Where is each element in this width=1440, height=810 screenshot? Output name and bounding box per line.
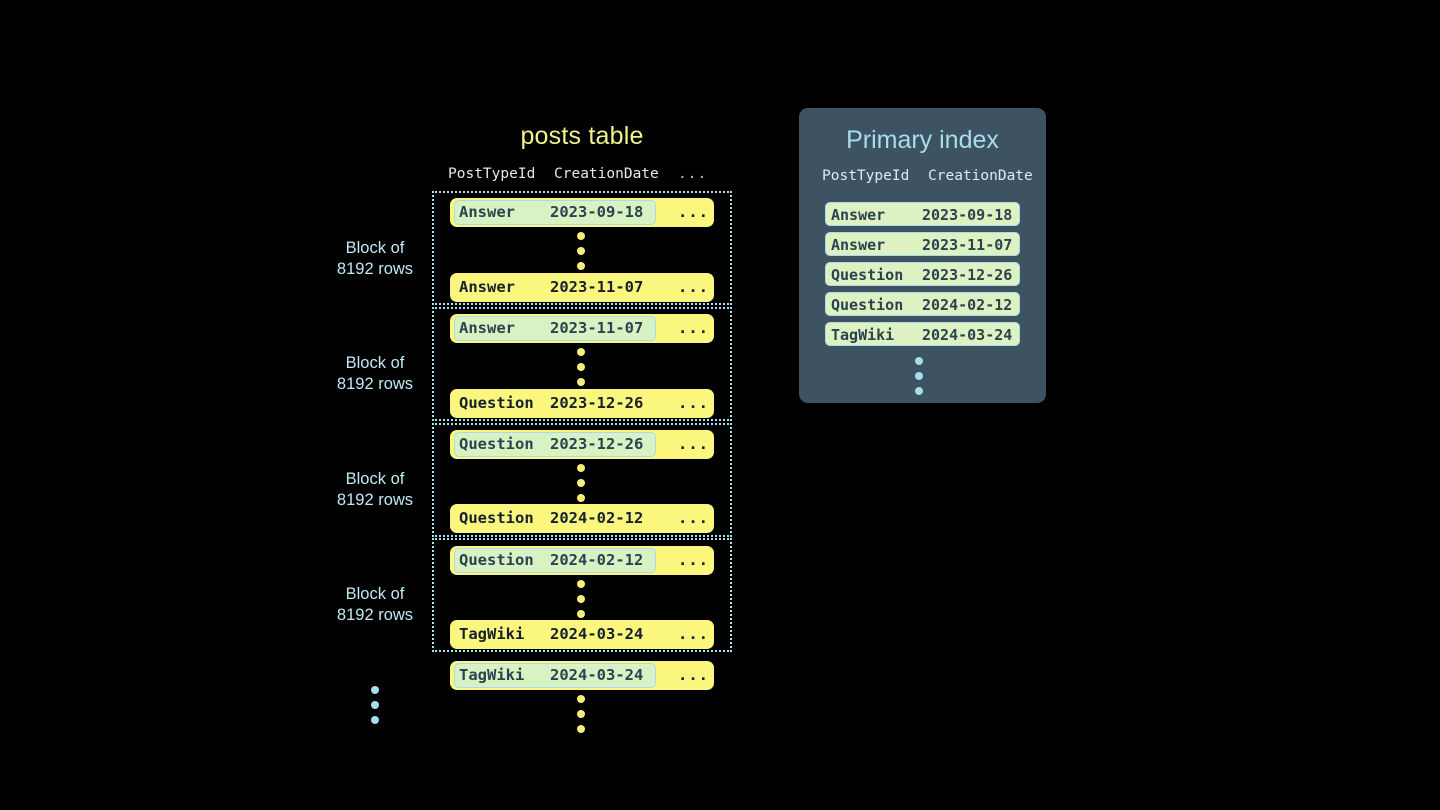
table-continuation-ellipsis: [577, 695, 586, 733]
cell-posttypeid: Answer: [831, 206, 886, 224]
block-label-2-line1: Block of: [345, 354, 405, 372]
column-header-posttypeid: PostTypeId: [822, 168, 910, 184]
column-header-posttypeid: PostTypeId: [448, 166, 536, 182]
cell-creationdate: 2023-11-07: [922, 236, 1013, 254]
cell-posttypeid: Question: [831, 296, 904, 314]
cell-creationdate: 2024-02-12: [922, 296, 1013, 314]
index-match-highlight: [454, 548, 656, 573]
cell-creationdate: 2024-03-24: [922, 326, 1013, 344]
table-row[interactable]: Question 2023-12-26 ...: [450, 430, 714, 459]
block-frame-4: [432, 538, 732, 652]
blocks-continuation-ellipsis: [371, 686, 380, 724]
table-row[interactable]: TagWiki 2024-03-24 ...: [450, 661, 714, 690]
table-row[interactable]: Question 2023-12-26 ...: [450, 389, 714, 418]
cell-posttypeid: TagWiki: [459, 625, 525, 643]
rows-ellipsis-vertical: [577, 464, 586, 502]
cell-creationdate: 2023-12-26: [922, 266, 1013, 284]
block-label-1-line1: Block of: [345, 239, 405, 257]
block-label-4-line1: Block of: [345, 585, 405, 603]
cell-creationdate: 2024-02-12: [550, 509, 644, 527]
block-label-3: Block of 8192 rows: [300, 469, 450, 511]
table-row[interactable]: TagWiki 2024-03-24 ...: [450, 620, 714, 649]
table-row[interactable]: Answer 2023-11-07 ...: [450, 314, 714, 343]
cell-creationdate: 2023-11-07: [550, 319, 644, 337]
rows-ellipsis-vertical: [577, 232, 586, 270]
index-row[interactable]: TagWiki 2024-03-24: [825, 322, 1020, 346]
cell-creationdate: 2024-03-24: [550, 666, 644, 684]
posts-table-column-headers: PostTypeId CreationDate ...: [448, 166, 720, 186]
table-row[interactable]: Question 2024-02-12 ...: [450, 504, 714, 533]
cell-ellipsis: ...: [678, 625, 709, 643]
cell-ellipsis: ...: [678, 509, 709, 527]
cell-ellipsis: ...: [678, 666, 709, 684]
cell-ellipsis: ...: [678, 435, 709, 453]
block-label-3-line2: 8192 rows: [336, 491, 414, 509]
block-frame-3: [432, 423, 732, 537]
cell-ellipsis: ...: [678, 278, 709, 296]
block-label-4: Block of 8192 rows: [300, 584, 450, 626]
rows-ellipsis-vertical: [577, 348, 586, 386]
posts-table-title: posts table: [520, 122, 644, 150]
column-header-creationdate: CreationDate: [928, 168, 1033, 184]
block-label-3-line1: Block of: [345, 470, 405, 488]
primary-index-panel: Primary index PostTypeId CreationDate An…: [799, 108, 1046, 403]
cell-posttypeid: TagWiki: [831, 326, 895, 344]
cell-creationdate: 2023-09-18: [550, 203, 644, 221]
column-header-ellipsis: ...: [678, 166, 708, 182]
index-match-highlight: [454, 316, 656, 341]
index-row[interactable]: Question 2023-12-26: [825, 262, 1020, 286]
block-label-1: Block of 8192 rows: [300, 238, 450, 280]
cell-creationdate: 2023-12-26: [550, 394, 644, 412]
block-label-1-line2: 8192 rows: [336, 260, 414, 278]
cell-posttypeid: Answer: [831, 236, 886, 254]
index-row[interactable]: Answer 2023-11-07: [825, 232, 1020, 256]
index-continuation-ellipsis: [915, 357, 924, 395]
table-row[interactable]: Question 2024-02-12 ...: [450, 546, 714, 575]
cell-ellipsis: ...: [678, 203, 709, 221]
block-frame-2: [432, 307, 732, 421]
cell-posttypeid: TagWiki: [459, 666, 525, 684]
cell-creationdate: 2023-12-26: [550, 435, 644, 453]
cell-creationdate: 2023-11-07: [550, 278, 644, 296]
cell-creationdate: 2024-03-24: [550, 625, 644, 643]
table-row[interactable]: Answer 2023-09-18 ...: [450, 198, 714, 227]
block-label-2-line2: 8192 rows: [336, 375, 414, 393]
cell-posttypeid: Answer: [459, 203, 515, 221]
block-label-4-line2: 8192 rows: [336, 606, 414, 624]
index-match-highlight: [454, 200, 656, 225]
index-match-highlight: [454, 432, 656, 457]
block-frame-1: [432, 191, 732, 305]
index-row[interactable]: Answer 2023-09-18: [825, 202, 1020, 226]
cell-posttypeid: Question: [459, 435, 534, 453]
primary-index-column-headers: PostTypeId CreationDate: [822, 168, 1033, 188]
cell-ellipsis: ...: [678, 551, 709, 569]
block-label-2: Block of 8192 rows: [300, 353, 450, 395]
index-row[interactable]: Question 2024-02-12: [825, 292, 1020, 316]
cell-posttypeid: Question: [459, 394, 534, 412]
rows-ellipsis-vertical: [577, 580, 586, 618]
table-row[interactable]: Answer 2023-11-07 ...: [450, 273, 714, 302]
column-header-creationdate: CreationDate: [554, 166, 659, 182]
cell-posttypeid: Question: [831, 266, 904, 284]
cell-ellipsis: ...: [678, 319, 709, 337]
cell-posttypeid: Question: [459, 509, 534, 527]
cell-posttypeid: Question: [459, 551, 534, 569]
cell-creationdate: 2024-02-12: [550, 551, 644, 569]
primary-index-title: Primary index: [846, 126, 999, 154]
index-match-highlight: [454, 663, 656, 688]
cell-posttypeid: Answer: [459, 319, 515, 337]
cell-ellipsis: ...: [678, 394, 709, 412]
cell-creationdate: 2023-09-18: [922, 206, 1013, 224]
cell-posttypeid: Answer: [459, 278, 515, 296]
